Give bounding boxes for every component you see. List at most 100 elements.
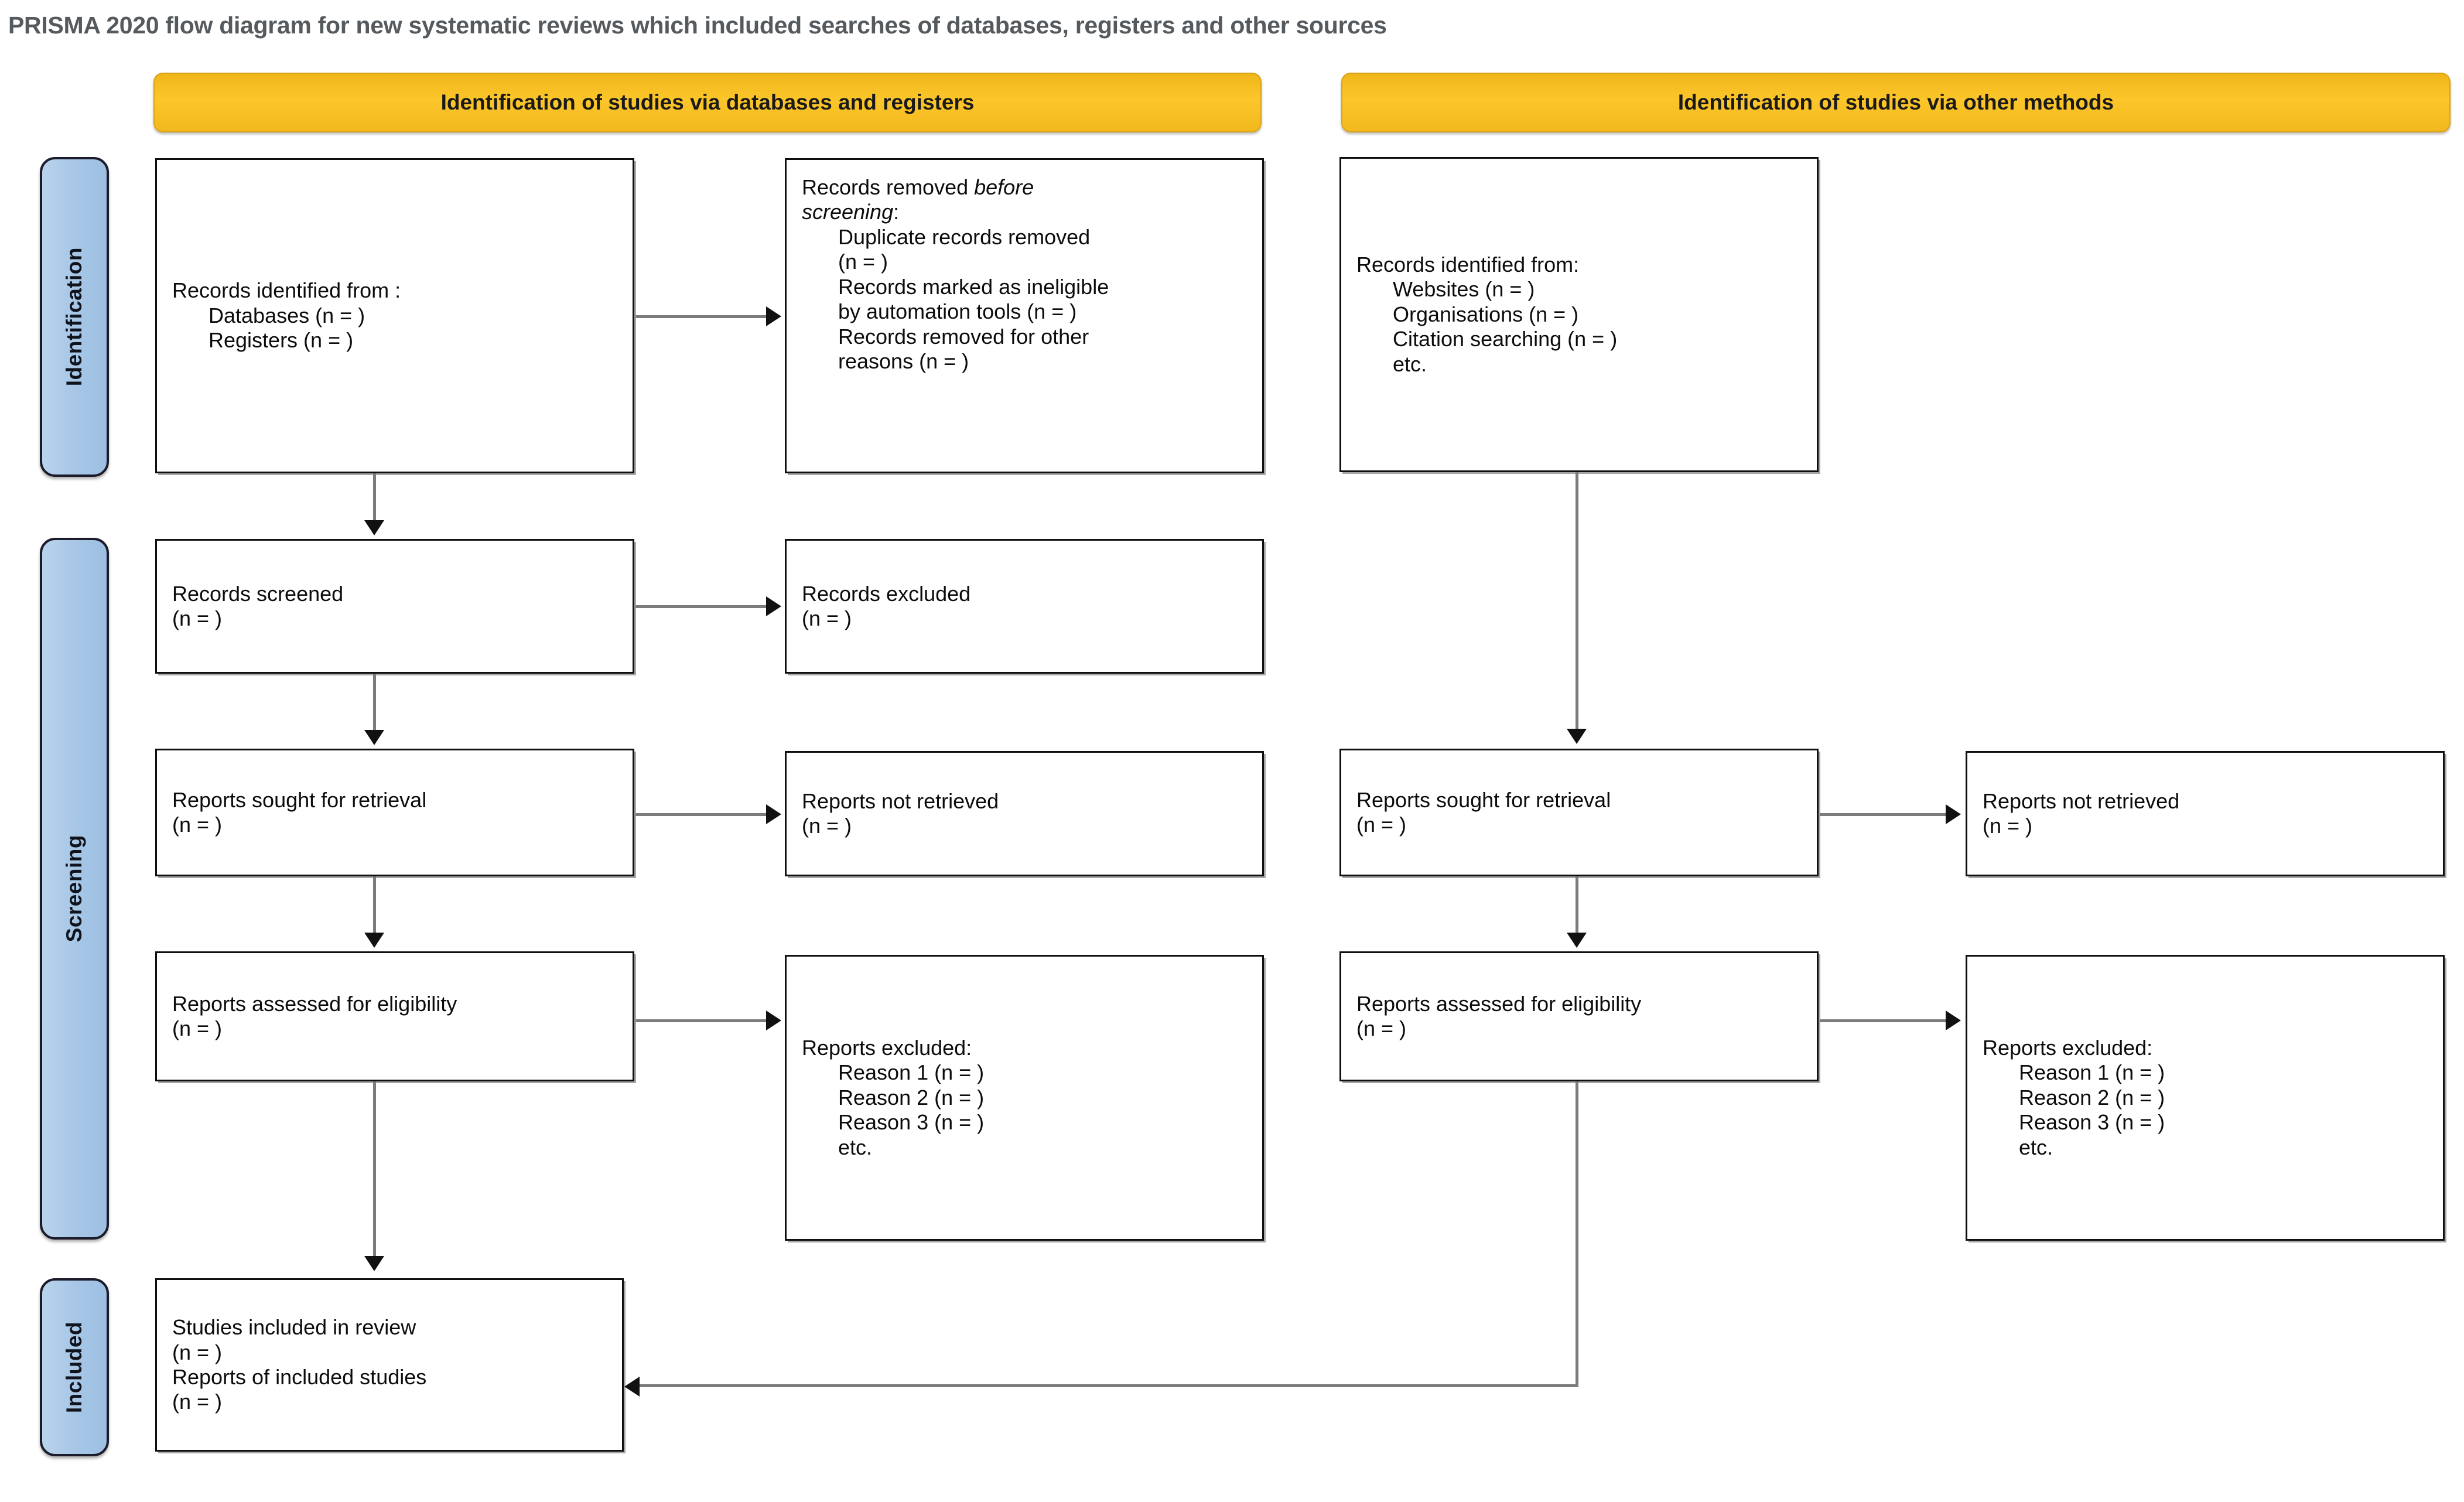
connector-assessed-right-to-included-horizontal <box>638 1384 1577 1387</box>
arrow-identified-to-screened <box>364 520 384 535</box>
connector-assessed-to-excluded-left <box>635 1019 770 1022</box>
reports-sought-right-line-2: (n = ) <box>1356 813 1407 837</box>
reports-assessed-left-line-2: (n = ) <box>172 1016 223 1040</box>
arrow-screened-to-sought <box>364 730 384 745</box>
reports-sought-left-line-1: Reports sought for retrieval <box>172 787 427 812</box>
records-identified-other-line-2: Websites (n = ) <box>1393 277 1535 302</box>
records-identified-other-line-5: etc. <box>1393 351 1427 376</box>
stage-label-screening: Screening <box>40 538 109 1240</box>
header-bar-other-methods-label: Identification of studies via other meth… <box>1677 90 2114 114</box>
reports-excluded-left-line-2: Reason 1 (n = ) <box>838 1060 985 1085</box>
box-reports-sought-left: Reports sought for retrieval (n = ) <box>155 749 634 876</box>
reports-sought-right-line-1: Reports sought for retrieval <box>1356 787 1611 812</box>
connector-sought-to-assessed-right <box>1576 876 1578 935</box>
reports-excluded-right-line-4: Reason 3 (n = ) <box>2019 1110 2165 1135</box>
connector-sought-to-not-retrieved-right <box>1820 813 1950 816</box>
connector-screened-to-sought <box>373 674 376 732</box>
box-reports-excluded-left: Reports excluded: Reason 1 (n = ) Reason… <box>785 955 1264 1241</box>
records-removed-line-5: Records marked as ineligible <box>838 274 1109 299</box>
reports-sought-left-line-2: (n = ) <box>172 813 223 837</box>
records-screened-line-1: Records screened <box>172 581 344 606</box>
connector-assessed-to-excluded-right <box>1820 1019 1950 1022</box>
box-reports-assessed-left: Reports assessed for eligibility (n = ) <box>155 951 634 1081</box>
records-removed-line-2b: : <box>893 200 900 224</box>
reports-not-retrieved-right-line-2: (n = ) <box>1983 814 2033 838</box>
records-removed-line-6: by automation tools (n = ) <box>838 299 1077 324</box>
arrow-assessed-to-excluded-left <box>766 1011 781 1030</box>
box-reports-sought-right: Reports sought for retrieval (n = ) <box>1339 749 1819 876</box>
records-removed-line-1b: before <box>974 175 1034 199</box>
records-removed-line-2: screening: <box>802 200 1247 224</box>
arrow-assessed-to-included-left <box>364 1256 384 1271</box>
connector-identified-to-screened <box>373 473 376 525</box>
connector-sought-to-assessed-left <box>373 876 376 935</box>
reports-excluded-left-line-4: Reason 3 (n = ) <box>838 1110 985 1135</box>
reports-excluded-left-line-3: Reason 2 (n = ) <box>838 1085 985 1110</box>
arrow-identified-to-sought-right <box>1567 729 1587 744</box>
connector-screened-to-excluded <box>635 605 770 608</box>
records-removed-line-2a: screening <box>802 200 894 224</box>
stage-label-included-text: Included <box>62 1321 86 1414</box>
box-records-removed-before-screening: Records removed before screening: Duplic… <box>785 158 1264 473</box>
arrow-sought-to-assessed-right <box>1567 933 1587 948</box>
arrow-assessed-to-excluded-right <box>1946 1011 1961 1030</box>
connector-assessed-right-to-included-vertical <box>1576 1081 1578 1387</box>
reports-excluded-left-line-5: etc. <box>838 1135 873 1159</box>
reports-excluded-right-line-3: Reason 2 (n = ) <box>2019 1085 2165 1110</box>
arrow-right-branch-to-included <box>624 1377 640 1397</box>
connector-identified-to-sought-right <box>1576 472 1578 730</box>
records-identified-other-line-1: Records identified from: <box>1356 252 1580 276</box>
reports-excluded-right-line-2: Reason 1 (n = ) <box>2019 1060 2165 1085</box>
records-identified-other-line-4: Citation searching (n = ) <box>1393 327 1618 351</box>
box-reports-assessed-right: Reports assessed for eligibility (n = ) <box>1339 951 1819 1081</box>
studies-included-line-2: (n = ) <box>172 1340 223 1364</box>
arrow-screened-to-excluded <box>766 596 781 616</box>
reports-excluded-right-line-1: Reports excluded: <box>1983 1035 2153 1060</box>
arrow-sought-to-assessed-left <box>364 933 384 948</box>
records-removed-line-3: Duplicate records removed <box>838 224 1091 249</box>
box-records-screened: Records screened (n = ) <box>155 539 634 674</box>
box-records-excluded: Records excluded (n = ) <box>785 539 1264 674</box>
records-removed-line-7: Records removed for other <box>838 324 1089 349</box>
stage-label-included: Included <box>40 1278 109 1456</box>
reports-assessed-right-line-1: Reports assessed for eligibility <box>1356 991 1642 1016</box>
records-identified-line-3: Registers (n = ) <box>209 328 354 353</box>
arrow-sought-to-not-retrieved-left <box>766 804 781 824</box>
studies-included-line-1: Studies included in review <box>172 1315 416 1340</box>
box-records-identified: Records identified from : Databases (n =… <box>155 158 634 473</box>
stage-label-identification: Identification <box>40 157 109 477</box>
connector-sought-to-not-retrieved-left <box>635 813 770 816</box>
box-reports-excluded-right: Reports excluded: Reason 1 (n = ) Reason… <box>1966 955 2445 1241</box>
connector-assessed-to-included-left <box>373 1081 376 1257</box>
header-bar-databases-label: Identification of studies via databases … <box>440 90 975 114</box>
reports-not-retrieved-right-line-1: Reports not retrieved <box>1983 788 2180 813</box>
records-identified-line-1: Records identified from : <box>172 278 401 303</box>
reports-not-retrieved-left-line-1: Reports not retrieved <box>802 788 999 813</box>
records-removed-line-1a: Records removed <box>802 175 975 199</box>
reports-assessed-right-line-2: (n = ) <box>1356 1016 1407 1040</box>
records-excluded-line-2: (n = ) <box>802 606 852 630</box>
reports-not-retrieved-left-line-2: (n = ) <box>802 814 852 838</box>
reports-assessed-left-line-1: Reports assessed for eligibility <box>172 991 457 1016</box>
box-records-identified-other: Records identified from: Websites (n = )… <box>1339 157 1819 472</box>
records-excluded-line-1: Records excluded <box>802 581 971 606</box>
page-title: PRISMA 2020 flow diagram for new systema… <box>8 12 1387 39</box>
studies-included-line-3: Reports of included studies <box>172 1365 427 1389</box>
connector-identified-to-removed <box>635 315 770 318</box>
arrow-identified-to-removed <box>766 306 781 326</box>
records-identified-other-line-3: Organisations (n = ) <box>1393 302 1579 326</box>
header-bar-other-methods: Identification of studies via other meth… <box>1341 73 2451 132</box>
studies-included-line-4: (n = ) <box>172 1390 223 1414</box>
stage-label-screening-text: Screening <box>62 835 86 943</box>
reports-excluded-right-line-5: etc. <box>2019 1135 2053 1159</box>
records-removed-line-1: Records removed before <box>802 175 1247 200</box>
records-removed-line-4: (n = ) <box>838 250 888 274</box>
arrow-sought-to-not-retrieved-right <box>1946 804 1961 824</box>
box-reports-not-retrieved-right: Reports not retrieved (n = ) <box>1966 751 2445 876</box>
reports-excluded-left-line-1: Reports excluded: <box>802 1035 972 1060</box>
stage-label-identification-text: Identification <box>62 247 86 387</box>
records-screened-line-2: (n = ) <box>172 606 223 630</box>
box-reports-not-retrieved-left: Reports not retrieved (n = ) <box>785 751 1264 876</box>
header-bar-databases: Identification of studies via databases … <box>153 73 1262 132</box>
